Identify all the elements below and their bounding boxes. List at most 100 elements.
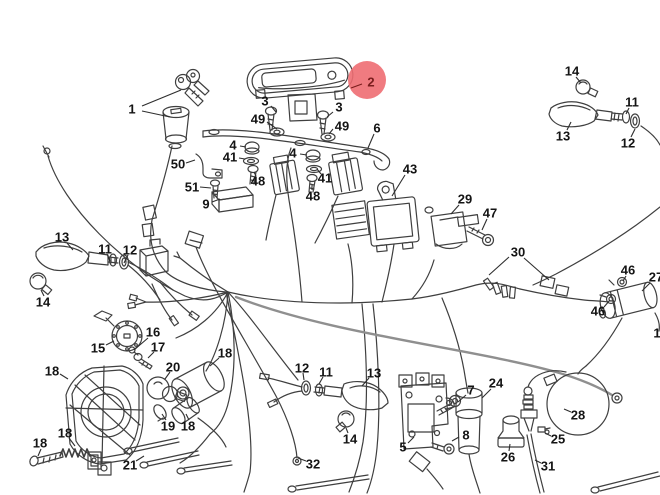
part-bracket-50 bbox=[195, 153, 223, 179]
part-bulb-14-top-right bbox=[575, 79, 591, 95]
part-fastener-sets-4-41-48 bbox=[242, 141, 323, 193]
part-boot-26 bbox=[497, 415, 525, 448]
part-callout-28[interactable]: 28 bbox=[570, 407, 586, 423]
part-callout-41[interactable]: 41 bbox=[222, 149, 238, 165]
part-callout-8[interactable]: 8 bbox=[462, 427, 470, 443]
part-callout-47[interactable]: 47 bbox=[482, 205, 498, 221]
part-callout-27[interactable]: 27 bbox=[648, 269, 660, 285]
part-callout-1[interactable]: 1 bbox=[128, 101, 136, 117]
part-callout-18[interactable]: 18 bbox=[180, 418, 196, 434]
part-ht-coil-27 bbox=[585, 276, 660, 367]
part-callout-21[interactable]: 21 bbox=[122, 457, 138, 473]
part-terminals-30 bbox=[482, 275, 570, 299]
part-callout-9[interactable]: 9 bbox=[202, 196, 210, 212]
part-callout-18[interactable]: 18 bbox=[32, 435, 48, 451]
part-finned-connector bbox=[331, 200, 370, 240]
part-callout-14[interactable]: 14 bbox=[564, 63, 580, 79]
harness-sleeve-cable bbox=[234, 295, 614, 397]
part-grommet-12-top-right bbox=[629, 113, 641, 129]
part-nut-11-top-right bbox=[621, 110, 631, 124]
part-callout-18[interactable]: 18 bbox=[217, 345, 233, 361]
part-callout-6[interactable]: 6 bbox=[373, 120, 381, 136]
part-callout-31[interactable]: 31 bbox=[540, 458, 556, 474]
callout-leader-lines bbox=[37, 76, 651, 464]
part-callout-4[interactable]: 4 bbox=[229, 137, 237, 153]
part-key-switch-1 bbox=[162, 68, 210, 150]
part-callout-11[interactable]: 11 bbox=[98, 241, 112, 257]
part-cable-31 bbox=[526, 433, 545, 494]
part-cable-ties-21 bbox=[123, 437, 660, 494]
part-callout-1[interactable]: 1 bbox=[653, 325, 660, 341]
part-spark-plug-25 bbox=[520, 370, 567, 435]
wiring-harness bbox=[42, 145, 660, 494]
part-bolt-18-long bbox=[29, 451, 64, 467]
part-callout-43[interactable]: 43 bbox=[402, 161, 418, 177]
part-nut-46-upper bbox=[616, 276, 628, 288]
part-callout-4[interactable]: 4 bbox=[289, 145, 297, 161]
part-bolt-17 bbox=[133, 352, 153, 370]
part-turn-signal-top-right bbox=[548, 79, 660, 146]
part-callout-18[interactable]: 18 bbox=[44, 363, 60, 379]
part-horn-15 bbox=[93, 310, 143, 352]
part-cable-32 bbox=[184, 230, 302, 466]
part-callout-50[interactable]: 50 bbox=[170, 156, 186, 172]
part-bolt-8 bbox=[430, 442, 455, 455]
part-bracket-bar-6 bbox=[202, 128, 391, 171]
part-cdi-unit-43 bbox=[366, 180, 420, 253]
part-callout-32[interactable]: 32 bbox=[305, 456, 321, 472]
part-callout-26[interactable]: 26 bbox=[500, 449, 516, 465]
part-callout-49[interactable]: 49 bbox=[334, 118, 350, 134]
part-callout-7[interactable]: 7 bbox=[467, 382, 475, 398]
part-callout-17[interactable]: 17 bbox=[150, 339, 166, 355]
part-callout-24[interactable]: 24 bbox=[488, 375, 504, 391]
part-coil-29 bbox=[424, 206, 480, 250]
highlight-circle-part-2[interactable] bbox=[348, 61, 386, 99]
part-plug-cap-24 bbox=[455, 387, 483, 494]
part-callout-41[interactable]: 41 bbox=[317, 170, 333, 186]
part-callout-29[interactable]: 29 bbox=[457, 191, 473, 207]
part-callout-3[interactable]: 3 bbox=[261, 93, 269, 109]
part-callout-46[interactable]: 46 bbox=[590, 303, 606, 319]
part-connector-block-left bbox=[269, 154, 300, 196]
part-callout-16[interactable]: 16 bbox=[145, 324, 161, 340]
part-callout-11[interactable]: 11 bbox=[319, 364, 333, 380]
part-callout-3[interactable]: 3 bbox=[335, 99, 343, 115]
part-relay-9 bbox=[211, 186, 254, 213]
part-callout-13[interactable]: 13 bbox=[366, 365, 382, 381]
part-callout-14[interactable]: 14 bbox=[35, 294, 51, 310]
part-callout-13[interactable]: 13 bbox=[54, 229, 70, 245]
part-callout-30[interactable]: 30 bbox=[510, 244, 526, 260]
part-connector-block-right bbox=[328, 151, 364, 196]
part-callout-12[interactable]: 12 bbox=[294, 360, 310, 376]
part-bolt-7 bbox=[436, 394, 462, 416]
part-socket-18 bbox=[171, 396, 200, 425]
part-screws-3-49 bbox=[264, 106, 336, 142]
part-callout-5[interactable]: 5 bbox=[399, 439, 407, 455]
part-callout-13[interactable]: 13 bbox=[555, 128, 571, 144]
part-nut-46-lower bbox=[605, 293, 617, 305]
part-spring-18 bbox=[59, 448, 91, 458]
part-callout-20[interactable]: 20 bbox=[165, 359, 181, 375]
part-callout-14[interactable]: 14 bbox=[342, 431, 358, 447]
part-callout-2[interactable]: 2 bbox=[367, 74, 375, 90]
part-bolt-47 bbox=[466, 226, 495, 247]
part-callout-48[interactable]: 48 bbox=[305, 188, 321, 204]
part-callout-46[interactable]: 46 bbox=[620, 262, 636, 278]
part-callout-12[interactable]: 12 bbox=[122, 242, 138, 258]
part-callout-12[interactable]: 12 bbox=[620, 135, 636, 151]
part-callout-51[interactable]: 51 bbox=[184, 179, 200, 195]
part-turn-signal-left bbox=[29, 238, 174, 301]
part-callout-25[interactable]: 25 bbox=[550, 431, 566, 447]
part-callout-18[interactable]: 18 bbox=[57, 425, 73, 441]
part-connector-below-5 bbox=[408, 451, 444, 490]
part-callout-11[interactable]: 11 bbox=[625, 94, 639, 110]
part-callout-19[interactable]: 19 bbox=[160, 418, 176, 434]
part-bulb-14-left bbox=[29, 272, 47, 290]
part-bulb-20 bbox=[146, 376, 188, 403]
part-callout-15[interactable]: 15 bbox=[90, 340, 106, 356]
part-callout-48[interactable]: 48 bbox=[250, 173, 266, 189]
part-grommet-12-bottom bbox=[300, 380, 312, 396]
part-callout-49[interactable]: 49 bbox=[250, 111, 266, 127]
